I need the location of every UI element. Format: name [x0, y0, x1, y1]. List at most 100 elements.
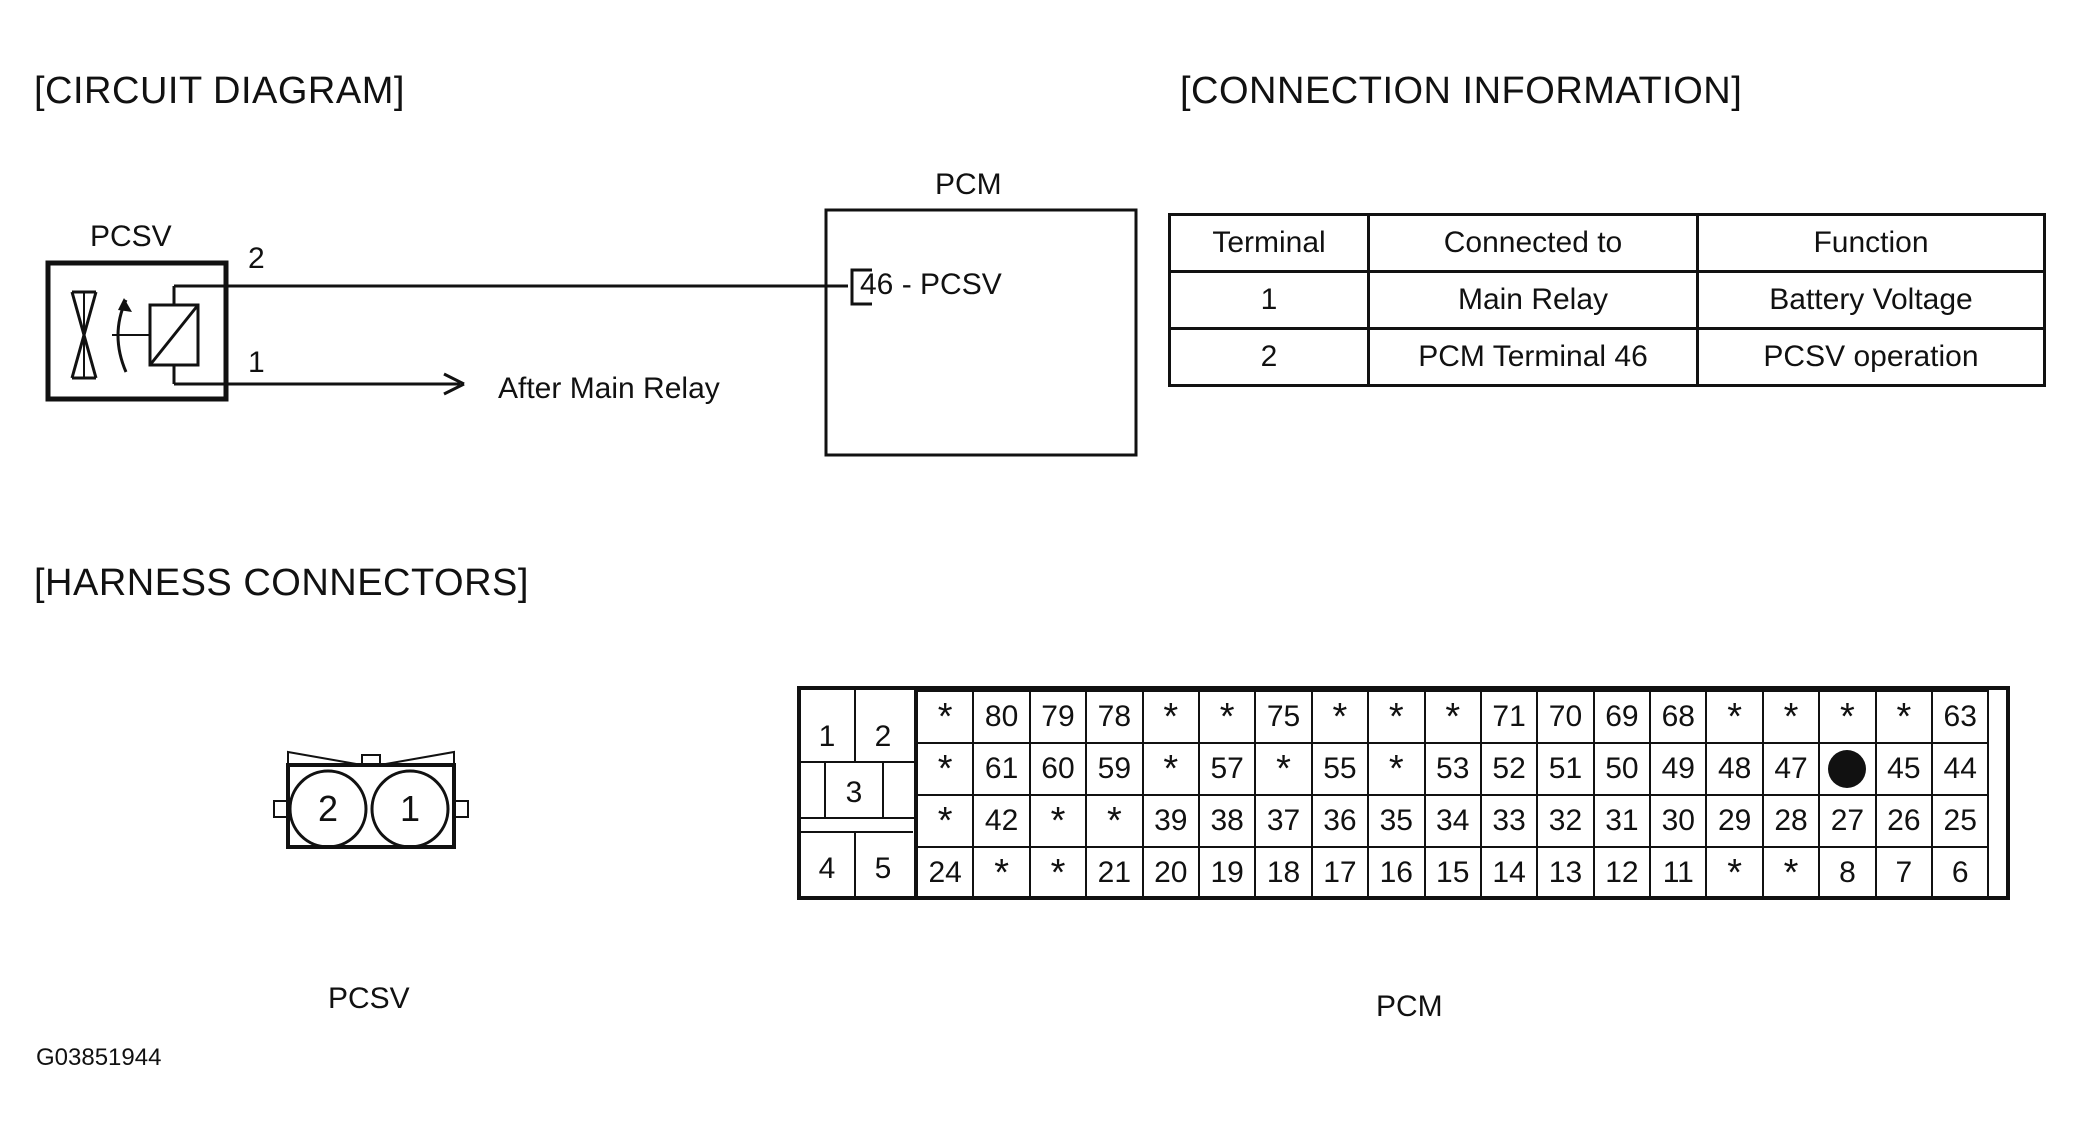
- pcm-pin: 37: [1254, 794, 1313, 848]
- pcm-pin: 75: [1254, 690, 1313, 744]
- pcm-pin-label: 2: [875, 720, 892, 753]
- pcm-pin: 16: [1367, 846, 1426, 900]
- pcm-pin-unused: *: [1028, 846, 1088, 900]
- pcm-pin-unused: *: [1818, 690, 1877, 744]
- pcsv-pin-1-label: 1: [400, 788, 420, 829]
- table-cell: Battery Voltage: [1696, 270, 2046, 330]
- table-header-cell: Function: [1696, 213, 2046, 273]
- pcsv-label: PCSV: [90, 220, 172, 253]
- pcm-pin: 30: [1649, 794, 1708, 848]
- circuit-diagram-heading: [CIRCUIT DIAGRAM]: [34, 70, 405, 112]
- pcm-pin: 42: [972, 794, 1031, 848]
- pcm-pin-label: 1: [819, 720, 836, 753]
- pcm-pin: 8: [1818, 846, 1877, 900]
- table-cell: 2: [1168, 327, 1370, 387]
- pcm-pin-unused: *: [1874, 690, 1934, 744]
- pcm-pin-unused: *: [915, 742, 975, 796]
- pcm-pin: 11: [1649, 846, 1708, 900]
- pcm-pin: 32: [1536, 794, 1595, 848]
- pcm-pin: 18: [1254, 846, 1313, 900]
- pcm-pin: 57: [1197, 742, 1257, 796]
- pcm-pin: 6: [1931, 846, 1990, 900]
- pcm-pin: 20: [1141, 846, 1200, 900]
- pcm-pin: 36: [1310, 794, 1370, 848]
- circuit-diagram: [45, 208, 1138, 457]
- pcm-pin: 25: [1931, 794, 1990, 848]
- pcm-pin-unused: *: [1761, 690, 1821, 744]
- pcm-pin-label: 4: [819, 852, 836, 885]
- pcm-pin: 33: [1479, 794, 1539, 848]
- pcm-pin: 60: [1028, 742, 1088, 796]
- pcm-pin: 69: [1592, 690, 1652, 744]
- pcsv-component-box: [45, 260, 229, 402]
- pcsv-pin-1: [370, 769, 450, 849]
- table-row: 2 PCM Terminal 46 PCSV operation: [1168, 327, 2046, 387]
- pcm-pin: 78: [1085, 690, 1144, 744]
- arrow-right-icon: [443, 372, 465, 396]
- pcm-pin-unused: *: [915, 794, 975, 848]
- pcm-pin: 31: [1592, 794, 1652, 848]
- pcm-pin-unused: *: [1367, 690, 1426, 744]
- pcm-pin-unused: *: [1310, 690, 1370, 744]
- pcm-terminal-bracket: [850, 268, 872, 306]
- pcm-pin: 14: [1479, 846, 1539, 900]
- filled-circle-icon: [1828, 750, 1867, 788]
- pcsv-connector-caption: PCSV: [328, 982, 410, 1015]
- pcm-pin-unused: *: [1367, 742, 1426, 796]
- pcm-pin: 80: [972, 690, 1031, 744]
- solenoid-coil-icon: [148, 284, 226, 386]
- after-main-relay-label: After Main Relay: [498, 372, 720, 405]
- pcm-pin: 52: [1479, 742, 1539, 796]
- pcm-label: PCM: [935, 168, 1002, 201]
- pcm-pin: 47: [1761, 742, 1821, 796]
- pcm-pin-unused: *: [1423, 690, 1482, 744]
- pcm-pin: 49: [1649, 742, 1708, 796]
- pcm-pin: 26: [1874, 794, 1934, 848]
- table-cell: PCM Terminal 46: [1367, 327, 1699, 387]
- pcm-pin: 61: [972, 742, 1031, 796]
- pcm-pin-unused: *: [1254, 742, 1313, 796]
- pcm-pin: 38: [1197, 794, 1257, 848]
- actuator-spring-icon: [112, 298, 150, 373]
- connection-info-heading: [CONNECTION INFORMATION]: [1180, 70, 1743, 112]
- pcm-pin-unused: *: [1141, 742, 1200, 796]
- pcm-pin-unused: *: [1141, 690, 1200, 744]
- connector-tab-right: [453, 800, 469, 818]
- table-header-cell: Terminal: [1168, 213, 1370, 273]
- pcm-pin: 44: [1931, 742, 1990, 796]
- pcm-pin: 35: [1367, 794, 1426, 848]
- connector-tab-left: [273, 800, 289, 818]
- pcm-pin-unused: *: [1705, 690, 1764, 744]
- table-row: 1 Main Relay Battery Voltage: [1168, 270, 2046, 330]
- pcsv-harness-connector: 2 1: [273, 750, 469, 849]
- pcm-pin: 45: [1874, 742, 1934, 796]
- pcm-pin: 15: [1423, 846, 1482, 900]
- pcm-pin-unused: *: [972, 846, 1031, 900]
- pcm-pin: 24: [915, 846, 975, 900]
- pcm-pin: 21: [1085, 846, 1144, 900]
- pcm-pin: 55: [1310, 742, 1370, 796]
- pcsv-pin-2: [288, 769, 368, 849]
- pcm-left-pin-block: 1 2 3 4 5: [801, 690, 916, 896]
- pcm-pin-unused: *: [1085, 794, 1144, 848]
- pcm-terminal-label: 46 - PCSV: [860, 268, 1002, 301]
- wire-1-number: 1: [248, 346, 265, 379]
- pcm-pin: 50: [1592, 742, 1652, 796]
- pcm-pin-46-highlight: [1818, 742, 1877, 796]
- pcm-pin-unused: *: [1705, 846, 1764, 900]
- pcm-pin: 59: [1085, 742, 1144, 796]
- pcm-pin: 68: [1649, 690, 1708, 744]
- connection-info-table: Terminal Connected to Function 1 Main Re…: [1168, 213, 2046, 387]
- pcm-pin: 19: [1197, 846, 1257, 900]
- pcm-pin: 13: [1536, 846, 1595, 900]
- table-cell: Main Relay: [1367, 270, 1699, 330]
- table-header-cell: Connected to: [1367, 213, 1699, 273]
- pcm-pin: 70: [1536, 690, 1595, 744]
- pcm-pin: 63: [1931, 690, 1990, 744]
- pcm-pin-unused: *: [1028, 794, 1088, 848]
- pcm-pin-label: 3: [846, 776, 863, 809]
